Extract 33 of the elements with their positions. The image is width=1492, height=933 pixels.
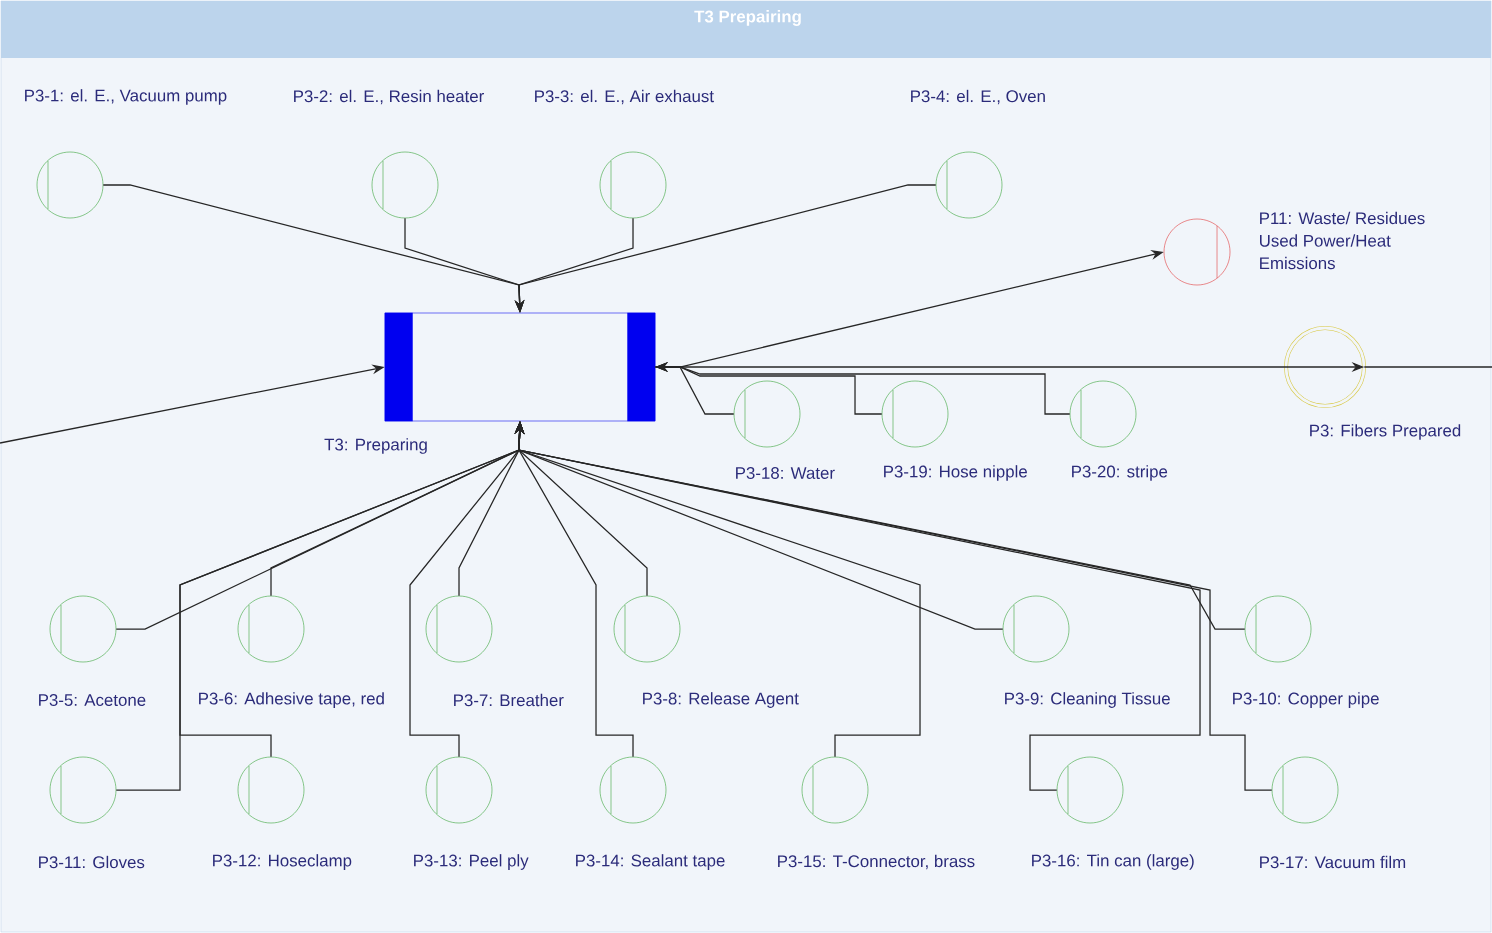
place-circle bbox=[801, 756, 869, 824]
place-label: P3-17: Vacuum film bbox=[1257, 854, 1408, 870]
place-circle bbox=[599, 151, 667, 219]
place-label: P3-3: el. E., Air exhaust bbox=[532, 88, 716, 106]
transition-box bbox=[384, 312, 656, 422]
place-label: P3-7: Breather bbox=[451, 692, 566, 708]
place-label: P3-15: T-Connector, brass bbox=[775, 853, 977, 871]
place-label: Emissions bbox=[1257, 255, 1337, 271]
place-circle bbox=[49, 595, 117, 663]
place-label: P11: Waste/ Residues bbox=[1257, 210, 1427, 226]
place-circle bbox=[613, 595, 681, 663]
place-label: P3-4: el. E., Oven bbox=[908, 88, 1048, 106]
place-circle bbox=[1284, 326, 1366, 408]
place-circle bbox=[49, 756, 117, 824]
place-circle bbox=[425, 756, 493, 824]
place-circle bbox=[1069, 380, 1137, 448]
place-circle bbox=[1163, 218, 1231, 286]
place-circle bbox=[733, 380, 801, 448]
place-circle bbox=[599, 756, 667, 824]
place-circle bbox=[1002, 595, 1070, 663]
place-circle bbox=[881, 380, 949, 448]
place-circle bbox=[1244, 595, 1312, 663]
place-circle bbox=[36, 151, 104, 219]
place-circle bbox=[1056, 756, 1124, 824]
title-bar: T3 Prepairing bbox=[1, 1, 1491, 58]
place-label: P3-11: Gloves bbox=[36, 854, 147, 870]
place-circle bbox=[425, 595, 493, 663]
place-circle bbox=[371, 151, 439, 219]
place-circle bbox=[1271, 756, 1339, 824]
place-circle bbox=[935, 151, 1003, 219]
place-label: P3-2: el. E., Resin heater bbox=[291, 88, 486, 106]
place-circle bbox=[237, 595, 305, 663]
place-circle bbox=[237, 756, 305, 824]
